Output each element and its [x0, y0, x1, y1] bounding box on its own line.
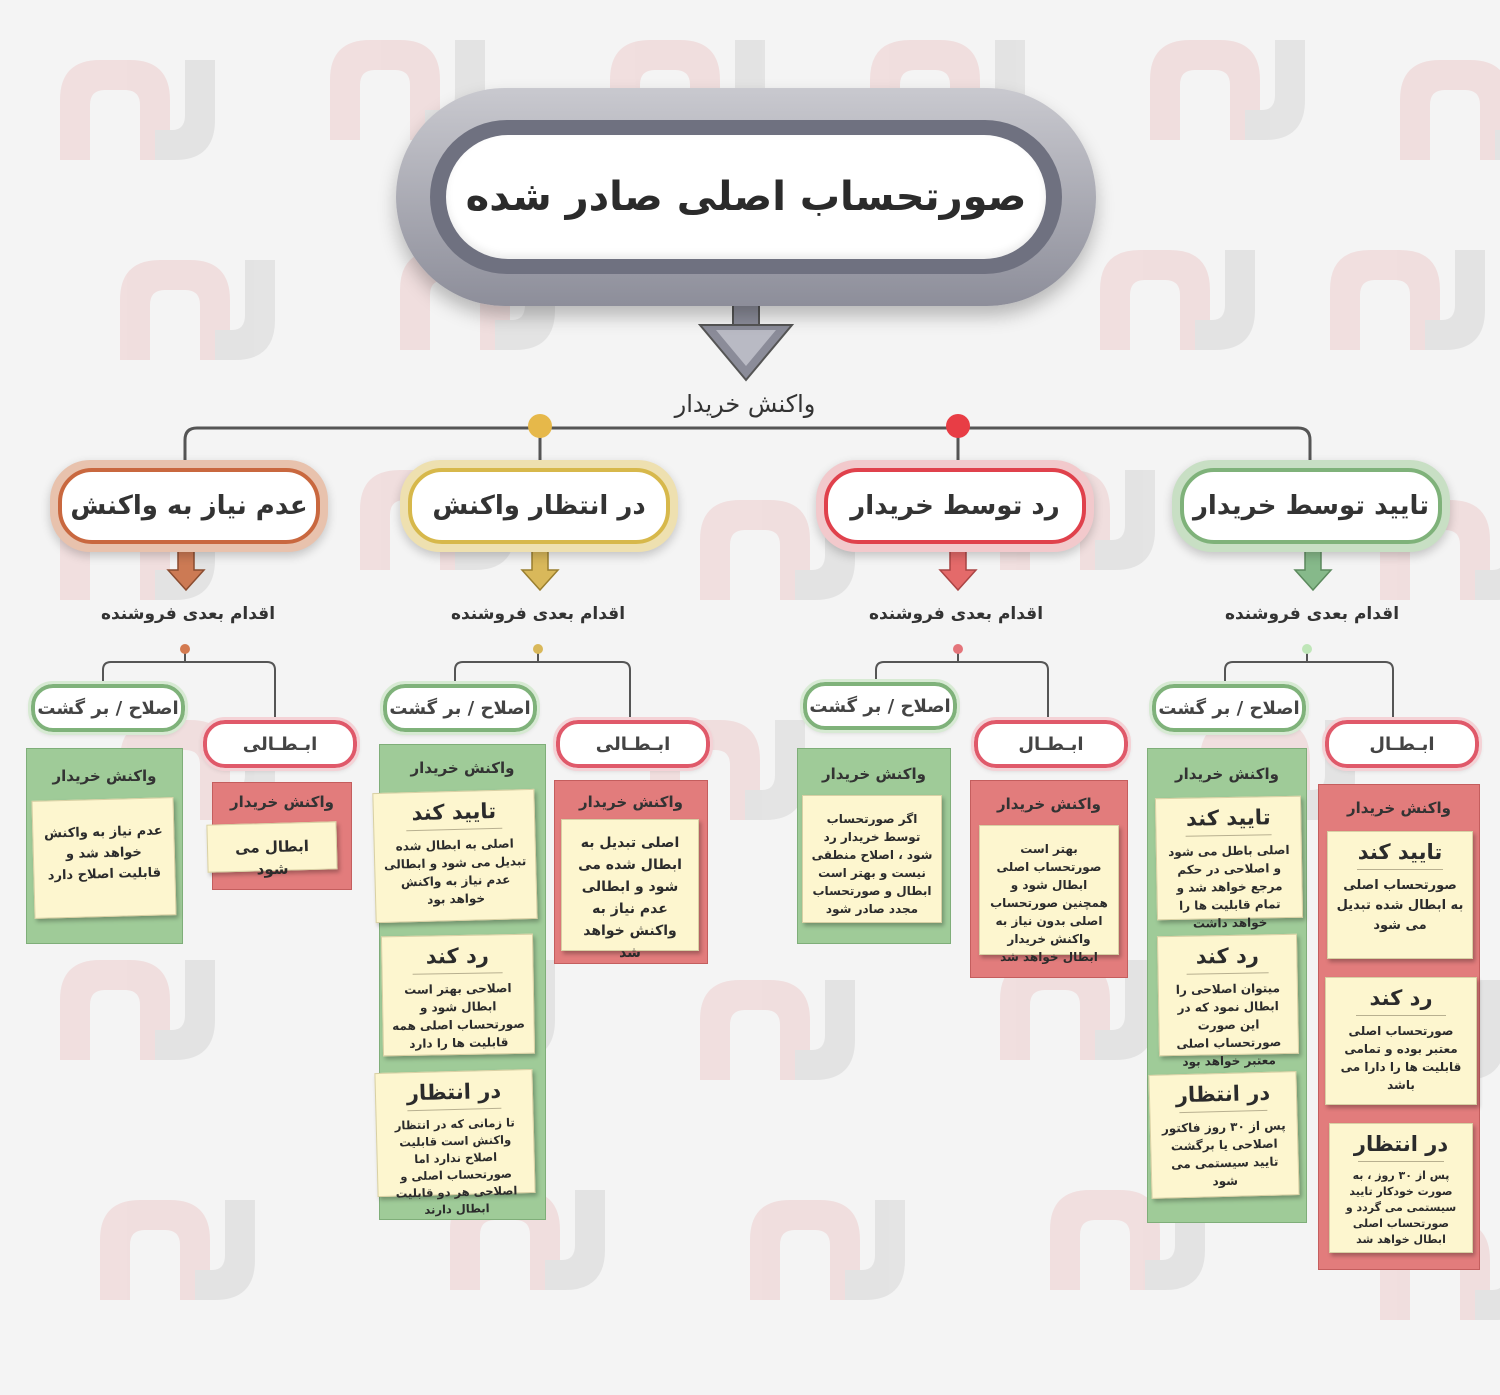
category-pending-label: در انتظار واکنش	[408, 468, 670, 544]
note-text: میتوان اصلاحی را ابطال نمود که در این صو…	[1175, 981, 1282, 1069]
cancel-pill: ابـطـال	[1322, 717, 1482, 771]
next-action-label: اقدام بعدی فروشنده	[100, 604, 276, 624]
category-reject: رد توسط خریدار	[816, 460, 1094, 552]
sticky-note: رد کند میتوان اصلاحی را ابطال نمود که در…	[1156, 933, 1300, 1069]
correction-pill: اصلاح / بر گشت	[1149, 681, 1309, 735]
sticky-note: رد کند اصلاحی بهتر است ابطال شود و صورتح…	[380, 933, 536, 1057]
sticky-note: رد کند صورتحساب اصلی معتبر بوده و تمامی …	[1325, 977, 1477, 1105]
panel-title: واکنش خریدار	[52, 767, 157, 785]
note-heading: تایید کند	[1185, 805, 1271, 831]
panel-title: واکنش خریدار	[1347, 799, 1451, 817]
note-text: اصلاحی بهتر است ابطال شود و صورتحساب اصل…	[392, 981, 525, 1051]
reaction-panel: واکنش خریدار تایید کند صورتحساب اصلی به …	[1318, 784, 1480, 1270]
note-text: اگر صورتحساب توسط خریدار رد شود ، اصلاح …	[811, 812, 933, 916]
sticky-note: تایید کند اصلی به ابطال شده تبدیل می شود…	[372, 788, 538, 924]
note-text: ابطال می شود	[234, 837, 310, 879]
category-reject-label: رد توسط خریدار	[824, 468, 1086, 544]
note-text: پس از ۳۰ روز ، به صورت خودکار تایید سیست…	[1345, 1169, 1457, 1246]
category-approve-label: تایید توسط خریدار	[1180, 468, 1442, 544]
pending-dot	[528, 414, 552, 438]
category-approve: تایید توسط خریدار	[1172, 460, 1450, 552]
diagram-title: صورتحساب اصلی صادر شده	[446, 135, 1046, 259]
correction-pill: اصلاح / بر گشت	[28, 681, 188, 735]
reaction-panel: واکنش خریدار عدم نیاز به واکنش خواهد شد …	[26, 748, 183, 944]
sticky-note: عدم نیاز به واکنش خواهد شد و قابلیت اصلا…	[31, 797, 177, 919]
note-heading: رد کند	[425, 943, 490, 969]
sticky-note: اگر صورتحساب توسط خریدار رد شود ، اصلاح …	[802, 795, 942, 923]
note-heading: تایید کند	[1357, 840, 1443, 864]
reaction-panel: واکنش خریدار اگر صورتحساب توسط خریدار رد…	[797, 748, 951, 944]
sticky-note: در انتظار پس از ۳۰ روز فاکتور اصلاحی یا …	[1148, 1071, 1300, 1199]
note-text: صورتحساب اصلی به ابطال شده تبدیل می شود	[1336, 878, 1464, 933]
correction-pill: اصلاح / بر گشت	[380, 681, 540, 735]
sticky-note: در انتظار تا زمانی که در انتظار واکنش اس…	[374, 1068, 536, 1217]
buyer-reaction-label: واکنش خریدار	[674, 390, 816, 418]
panel-title: واکنش خریدار	[230, 793, 334, 811]
panel-title: واکنش خریدار	[410, 759, 515, 777]
note-heading: رد کند	[1195, 943, 1260, 969]
panel-title: واکنش خریدار	[997, 795, 1101, 813]
note-heading: رد کند	[1369, 986, 1433, 1010]
category-no-reaction-label: عدم نیاز به واکنش	[58, 468, 320, 544]
cancel-pill: ابـطـالی	[553, 717, 713, 771]
note-heading: در انتظار	[1175, 1080, 1271, 1108]
sticky-note: ابطال می شود	[206, 821, 338, 878]
reaction-panel: واکنش خریدار بهتر است صورتحساب اصلی ابطا…	[970, 780, 1128, 978]
reject-dot	[946, 414, 970, 438]
note-text: اصلی تبدیل به ابطال شده می شود و ابطالی …	[578, 835, 682, 961]
next-action-label: اقدام بعدی فروشنده	[450, 604, 626, 624]
note-heading: در انتظار	[406, 1078, 502, 1106]
reaction-panel: واکنش خریدار اصلی تبدیل به ابطال شده می …	[554, 780, 708, 964]
note-heading: در انتظار	[1353, 1132, 1449, 1156]
sticky-note: بهتر است صورتحساب اصلی ابطال شود و همچنی…	[979, 825, 1119, 964]
reaction-panel: واکنش خریدار ابطال می شود	[206, 782, 352, 890]
sticky-note: اصلی تبدیل به ابطال شده می شود و ابطالی …	[561, 819, 699, 961]
cancel-pill: ابـطـال	[971, 717, 1131, 771]
panel-title: واکنش خریدار	[822, 765, 926, 783]
cancel-pill: ابـطـالی	[200, 717, 360, 771]
category-no-reaction: عدم نیاز به واکنش	[50, 460, 328, 552]
category-pending: در انتظار واکنش	[400, 460, 678, 552]
sticky-note: تایید کند صورتحساب اصلی به ابطال شده تبد…	[1327, 831, 1473, 959]
correction-pill: اصلاح / بر گشت	[800, 679, 960, 733]
next-action-label: اقدام بعدی فروشنده	[868, 604, 1044, 624]
note-text: عدم نیاز به واکنش خواهد شد و قابلیت اصلا…	[43, 823, 163, 884]
note-text: پس از ۳۰ روز فاکتور اصلاحی یا برگشت تایی…	[1161, 1118, 1286, 1189]
reaction-panel: واکنش خریدار تایید کند اصلی باطل می شود …	[1147, 748, 1307, 1223]
note-text: تا زمانی که در انتظار واکنش است قابلیت ا…	[394, 1115, 518, 1217]
note-text: صورتحساب اصلی معتبر بوده و تمامی قابلیت …	[1340, 1024, 1462, 1092]
note-text: اصلی به ابطال شده تبدیل می شود و ابطالی …	[383, 836, 527, 907]
note-heading: تایید کند	[411, 798, 497, 826]
sticky-note: در انتظار پس از ۳۰ روز ، به صورت خودکار …	[1329, 1123, 1473, 1253]
reaction-panel: واکنش خریدار تایید کند اصلی به ابطال شده…	[372, 744, 546, 1220]
sticky-note: تایید کند اصلی باطل می شود و اصلاحی در ح…	[1154, 795, 1304, 931]
panel-title: واکنش خریدار	[1175, 765, 1279, 783]
next-action-label: اقدام بعدی فروشنده	[1224, 604, 1400, 624]
note-text: اصلی باطل می شود و اصلاحی در حکم مرجع خو…	[1168, 842, 1290, 931]
note-text: بهتر است صورتحساب اصلی ابطال شود و همچنی…	[990, 842, 1108, 964]
panel-title: واکنش خریدار	[579, 793, 683, 811]
